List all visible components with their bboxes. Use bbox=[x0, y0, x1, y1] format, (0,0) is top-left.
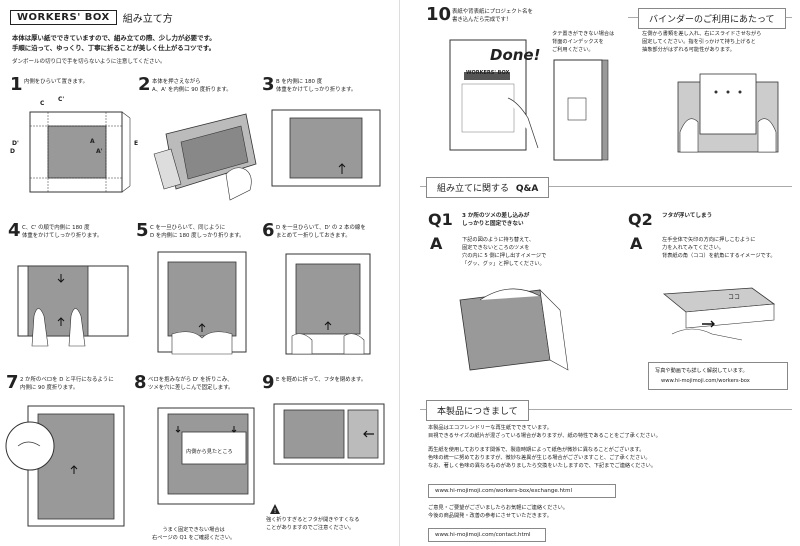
label-c: C bbox=[40, 100, 45, 107]
step-text: C を一旦ひらいて、同じように D を内側に 180 度しっかり折ります。 bbox=[150, 225, 245, 239]
step-5: 5 C を一旦ひらいて、同じように D を内側に 180 度しっかり折ります。 bbox=[136, 222, 264, 372]
binder-side-illustration bbox=[553, 59, 609, 161]
q1-answer: 下記の図のように持ち替えて、 固定できないところのツメを 穴の内に 5 側に押し… bbox=[462, 237, 547, 267]
step-3: 3 B を内側に 180 度 体重をかけてしっかり折ります。 bbox=[262, 76, 392, 221]
label-d: D bbox=[10, 148, 15, 155]
binder-text: 左側から書類を差し入れ、右にスライドさせながら 固定してください。指を引っかけて… bbox=[642, 31, 762, 53]
qa-divider bbox=[420, 186, 792, 187]
product-divider bbox=[420, 409, 792, 410]
step-text: D を一旦ひらいて、D' の 2 本の線を まとめて一折りしておきます。 bbox=[276, 225, 366, 239]
intro-text: 本体は厚い紙でできていますので、組み立ての際、少し力が必要です。 手順に沿って、… bbox=[12, 33, 392, 53]
step-1-illustration bbox=[29, 111, 131, 193]
step-2: 2 本体を押さえながら A、A' を内側に 90 度折ります。 bbox=[138, 76, 263, 221]
step-8-caption: うまく固定できない場合は 右ページの Q1 をご確認ください。 bbox=[152, 526, 235, 542]
caption-line-2: 右ページの Q1 をご確認ください。 bbox=[152, 535, 236, 541]
qa-title-tag: Q&A bbox=[515, 184, 539, 194]
exchange-url[interactable]: www.hi-mojimoji.com/workers-box/exchange… bbox=[428, 484, 616, 498]
step-number: 9 bbox=[262, 372, 275, 393]
step-number: 4 bbox=[8, 220, 21, 241]
step-4: 4 C、C' の順で内側に 180 度 体重をかけてしっかり折ります。 bbox=[8, 222, 136, 372]
step-text: 内側をひらいて置きます。 bbox=[24, 79, 88, 85]
step-number: 1 bbox=[10, 74, 23, 95]
step-6: 6 D を一旦ひらいて、D' の 2 本の線を まとめて一折りしておきます。 bbox=[262, 222, 392, 372]
koko-label: ココ bbox=[728, 294, 741, 301]
label-a: A bbox=[90, 138, 95, 145]
q2-label: Q2 bbox=[628, 210, 653, 229]
step-9-illustration bbox=[273, 403, 385, 465]
step-text: 2 か所のベロを D と平行になるように 内側に 90 度折ります。 bbox=[20, 377, 114, 391]
step-number: 8 bbox=[134, 372, 147, 393]
q1-question: 3 か所のツメの差し込みが しっかりと固定できない bbox=[462, 213, 530, 227]
step-9: 9 E を軽めに折って、フタを閉めます。 ! 強く折りすぎるとフタが開きやすくな… bbox=[262, 374, 394, 544]
step-number: 6 bbox=[262, 220, 275, 241]
step-7-illustration bbox=[5, 405, 125, 527]
binder-logo-small: WORKERS' BOX bbox=[466, 70, 510, 76]
step-text: E を軽めに折って、フタを閉めます。 bbox=[276, 377, 367, 383]
q2-illustration bbox=[662, 287, 776, 341]
video-text: 写真や動画でも詳しく解説しています。 bbox=[655, 368, 748, 374]
intro-line-2: 手順に沿って、ゆっくり、丁寧に折ることが美しく仕上がるコツです。 bbox=[12, 44, 215, 52]
step-9-warning: 強く折りすぎるとフタが開きやすくなる ことがありますのでご注意ください。 bbox=[266, 516, 359, 532]
binder-section-title: バインダーのご利用にあたって bbox=[638, 8, 786, 29]
step-number: 5 bbox=[136, 220, 149, 241]
step-text: 本体を押さえながら A、A' を内側に 90 度折ります。 bbox=[152, 79, 232, 93]
step-number: 3 bbox=[262, 74, 275, 95]
done-label: Done! bbox=[490, 46, 541, 64]
step-text: 表紙や背表紙にプロジェクト名を 書き込んだら完成です！ bbox=[452, 9, 533, 23]
step-10: 10 表紙や背表紙にプロジェクト名を 書き込んだら完成です！ Done! WOR… bbox=[426, 6, 626, 166]
warning-icon: ! bbox=[270, 504, 280, 515]
label-a-prime: A' bbox=[96, 148, 103, 155]
binder-illustration bbox=[677, 73, 779, 153]
qa-title-text: 組み立てに関する bbox=[437, 184, 510, 194]
step-number: 2 bbox=[138, 74, 151, 95]
page-title: 組み立て方 bbox=[122, 13, 173, 25]
step-text: ベロを抱みながら D' を折りこみ、 ツメを穴に差しこんで固定します。 bbox=[148, 377, 234, 391]
label-c-prime: C' bbox=[58, 96, 65, 103]
step-number: 7 bbox=[6, 372, 19, 393]
q2-question: フタが浮いてしまう bbox=[662, 213, 713, 219]
svg-text:!: ! bbox=[274, 507, 277, 515]
intro-line-1: 本体は厚い紙でできていますので、組み立ての際、少し力が必要です。 bbox=[12, 34, 216, 42]
page-header: WORKERS' BOX 組み立て方 bbox=[10, 8, 173, 26]
intro-caution: ダンボールの切り口で手を切らないように注意してください。 bbox=[12, 59, 166, 65]
video-info-box: 写真や動画でも詳しく解説しています。 www.hi-mojimoji.com/w… bbox=[648, 362, 788, 390]
product-section-title: 本製品につきまして bbox=[426, 400, 529, 421]
q2-answer-label: A bbox=[630, 234, 643, 253]
qa-section-title: 組み立てに関する Q&A bbox=[426, 177, 550, 198]
step-2-illustration bbox=[153, 113, 257, 201]
warning-line-2: ことがありますのでご注意ください。 bbox=[266, 525, 355, 531]
q1-label: Q1 bbox=[428, 210, 453, 229]
step-6-illustration bbox=[285, 253, 371, 355]
q1-answer-label: A bbox=[430, 234, 443, 253]
step-1: 1 内側をひらいて置きます。 C C' D D' A A' E bbox=[10, 74, 139, 221]
step-8-illustration bbox=[157, 407, 255, 505]
step-4-illustration bbox=[17, 265, 129, 347]
vertical-note: タテ置きができない場合は 背面のインデックスを ご利用ください。 bbox=[552, 31, 615, 53]
step-text: C、C' の順で内側に 180 度 体重をかけてしっかり折ります。 bbox=[22, 225, 103, 239]
contact-url[interactable]: www.hi-mojimoji.com/contact.html bbox=[428, 528, 546, 542]
left-page: WORKERS' BOX 組み立て方 本体は厚い紙でできていますので、組み立ての… bbox=[5, 0, 400, 546]
step-3-illustration bbox=[271, 109, 381, 187]
right-page: 10 表紙や背表紙にプロジェクト名を 書き込んだら完成です！ Done! WOR… bbox=[400, 0, 800, 546]
product-p3: ご意見・ご要望がございましたらお気軽にご連絡ください。 今後の商品開発・改善の参… bbox=[428, 505, 568, 519]
product-p2: 再生紙を使用しております関係で、製造時期によって紙色が微妙に異なることがございま… bbox=[428, 447, 657, 469]
q1-illustration bbox=[459, 288, 569, 371]
step-7: 7 2 か所のベロを D と平行になるように 内側に 90 度折ります。 bbox=[5, 372, 134, 544]
step-10-illustration bbox=[449, 39, 539, 151]
q1-block: Q1 3 か所のツメの差し込みが しっかりと固定できない A 下記の図のように持… bbox=[428, 210, 546, 267]
label-d-prime: D' bbox=[12, 140, 19, 147]
q2-answer: 左手全体で矢印の方向に押しこむように 力を入れてみてください。 背表紙の角（ココ… bbox=[662, 237, 776, 259]
step-8: 8 ベロを抱みながら D' を折りこみ、 ツメを穴に差しこんで固定します。 内側… bbox=[134, 374, 262, 544]
step-5-illustration bbox=[157, 251, 247, 355]
video-url[interactable]: www.hi-mojimoji.com/workers-box bbox=[661, 378, 750, 384]
step-text: B を内側に 180 度 体重をかけてしっかり折ります。 bbox=[276, 79, 357, 93]
brand-logo: WORKERS' BOX bbox=[10, 9, 117, 25]
warning-line-1: 強く折りすぎるとフタが開きやすくなる bbox=[266, 517, 360, 523]
caption-line-1: うまく固定できない場合は bbox=[162, 527, 225, 533]
q2-block: Q2 フタが浮いてしまう A 左手全体で矢印の方向に押しこむように 力を入れてみ… bbox=[628, 210, 776, 259]
step-number: 10 bbox=[426, 4, 452, 25]
product-p1: 本製品はエコフレンドリーな再生紙でできています。 目視できるサイズの紙片が混ざっ… bbox=[428, 425, 661, 439]
label-e: E bbox=[134, 140, 139, 147]
inside-view-label: 内側から見たところ bbox=[186, 449, 233, 455]
